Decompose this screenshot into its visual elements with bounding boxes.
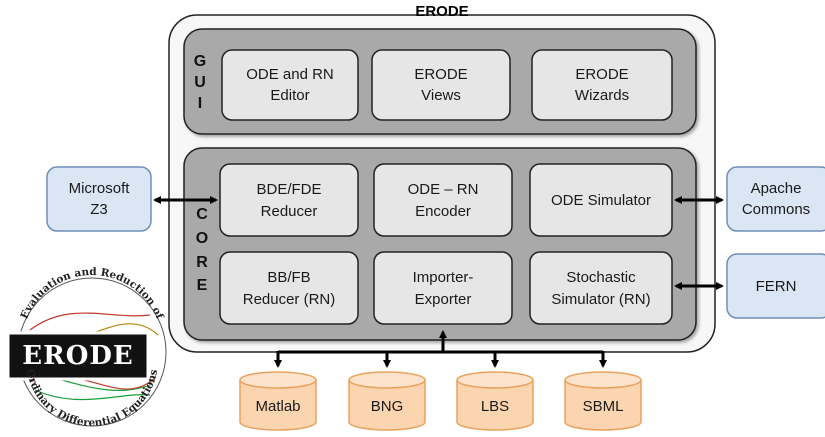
gui-box-wizards: ERODE Wizards — [531, 49, 673, 121]
logo-word: ERODE — [22, 341, 133, 371]
gui-letter: I — [198, 95, 202, 112]
format-sbml: SBML — [564, 371, 642, 431]
gui-box-views-line2: Views — [421, 87, 461, 104]
format-label: SBML — [583, 398, 624, 415]
core-box-line: Importer- — [413, 269, 474, 286]
core-box-line: Stochastic — [566, 269, 636, 286]
core-side-label: C O R E — [196, 206, 208, 294]
external-line: Apache — [751, 180, 802, 197]
gui-letter: U — [194, 74, 206, 91]
gui-box-wizards-line2: Wizards — [575, 87, 629, 104]
external-microsoft-z3: Microsoft Z3 — [46, 166, 152, 232]
format-lbs: LBS — [456, 371, 534, 431]
gui-box-editor-line1: ODE and RN — [246, 66, 334, 83]
core-box-stochastic-simulator: Stochastic Simulator (RN) — [529, 251, 673, 325]
core-box-line: Simulator (RN) — [551, 291, 650, 308]
core-box-line: BDE/FDE — [256, 181, 321, 198]
core-box-bde-fde-reducer: BDE/FDE Reducer — [219, 163, 359, 237]
core-box-ode-rn-encoder: ODE – RN Encoder — [373, 163, 513, 237]
external-fern: FERN — [726, 253, 825, 319]
core-box-line: ODE Simulator — [551, 192, 651, 209]
core-letter: E — [197, 277, 208, 294]
external-apache-commons: Apache Commons — [726, 166, 825, 232]
erode-logo: ERODE Evaluation and Reduction of Ordina… — [6, 266, 167, 429]
core-letter: R — [196, 254, 208, 271]
gui-box-wizards-line1: ERODE — [575, 66, 628, 83]
core-box-line: ODE – RN — [408, 181, 479, 198]
core-box-bb-fb-reducer: BB/FB Reducer (RN) — [219, 251, 359, 325]
format-label: BNG — [371, 398, 404, 415]
core-box-line: Reducer — [261, 203, 318, 220]
gui-box-editor: ODE and RN Editor — [221, 49, 359, 121]
core-letter: C — [196, 206, 208, 223]
core-box-importer-exporter: Importer- Exporter — [373, 251, 513, 325]
external-line: Commons — [742, 201, 810, 218]
gui-box-views: ERODE Views — [371, 49, 511, 121]
gui-side-label: G U I — [194, 53, 206, 112]
format-bng: BNG — [348, 371, 426, 431]
external-line: Z3 — [90, 201, 108, 218]
format-matlab: Matlab — [239, 371, 317, 431]
external-line: Microsoft — [69, 180, 131, 197]
core-box-line: Reducer (RN) — [243, 291, 336, 308]
gui-box-editor-line2: Editor — [270, 87, 309, 104]
core-box-ode-simulator: ODE Simulator — [529, 163, 673, 237]
core-box-line: Encoder — [415, 203, 471, 220]
gui-box-views-line1: ERODE — [414, 66, 467, 83]
gui-letter: G — [194, 53, 206, 70]
core-box-line: Exporter — [415, 291, 472, 308]
external-line: FERN — [756, 278, 797, 295]
core-letter: O — [196, 230, 208, 247]
erode-title: ERODE — [415, 3, 468, 20]
core-box-line: BB/FB — [267, 269, 310, 286]
format-label: Matlab — [255, 398, 300, 415]
format-label: LBS — [481, 398, 509, 415]
